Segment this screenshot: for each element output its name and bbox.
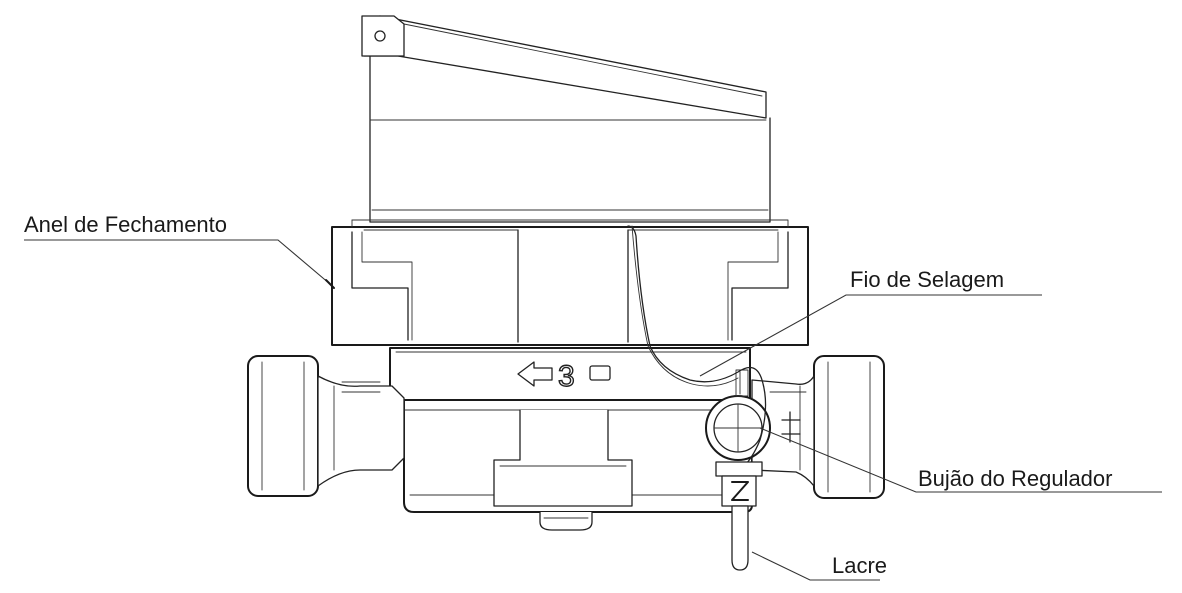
sealing-wire (627, 225, 767, 471)
flow-marking-rect-icon (589, 365, 611, 381)
label-regulator-plug: Bujão do Regulador (918, 466, 1112, 491)
callout-closing-ring: Anel de Fechamento (24, 212, 335, 289)
regulator-plug (705, 369, 801, 461)
label-closing-ring: Anel de Fechamento (24, 212, 227, 237)
closing-ring (331, 219, 809, 346)
flow-class-number: 3 (558, 360, 575, 393)
seal (715, 461, 763, 571)
flow-direction-arrow-icon (517, 361, 553, 387)
flow-marking: 3 (517, 359, 611, 394)
meter-lid (361, 15, 771, 223)
callout-sealing-wire: Fio de Selagem (699, 267, 1042, 377)
callout-regulator-plug: Bujão do Regulador (759, 427, 1162, 493)
left-connection-nut (247, 355, 405, 497)
label-seal: Lacre (832, 553, 887, 578)
right-connection-nut (751, 355, 885, 499)
label-sealing-wire: Fio de Selagem (850, 267, 1004, 292)
callout-seal: Lacre (751, 551, 887, 581)
